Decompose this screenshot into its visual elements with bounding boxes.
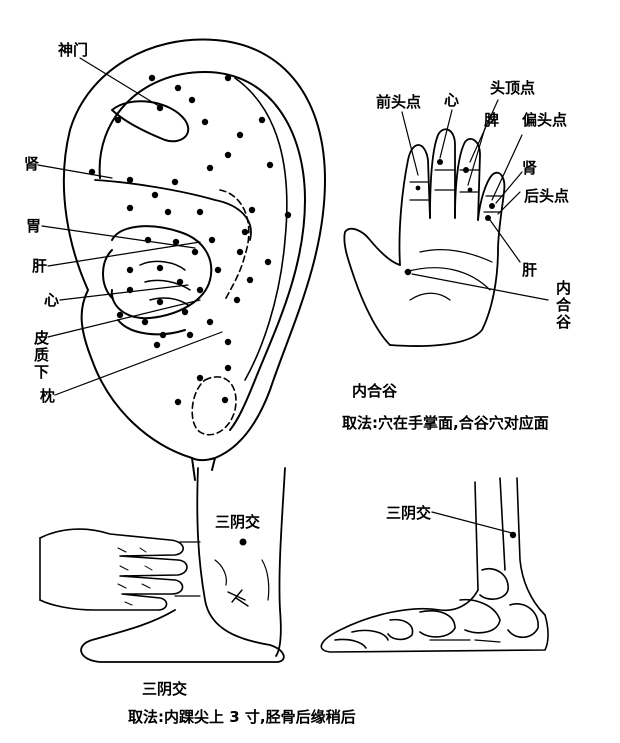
ear-label-wei: 胃 (26, 217, 42, 235)
hand-label-gan: 肝 (522, 261, 538, 279)
right-leader (431, 511, 513, 534)
hand-drawing (343, 128, 506, 347)
hand-label-pi: 脾 (484, 111, 500, 129)
hand-label-touding: 头顶点 (490, 79, 536, 97)
hand-label-shen: 肾 (522, 159, 538, 177)
foot-caption-method: 取法:内踝尖上 3 寸,胫骨后缘稍后 (128, 708, 356, 726)
hand-leaders (401, 99, 549, 301)
hand-caption-method: 取法:穴在手掌面,合谷穴对应面 (342, 414, 549, 432)
left-foot-drawing (80, 467, 286, 663)
ear-label-zhen: 枕 (40, 387, 56, 405)
hand-label-neihegu: 内合谷 (556, 279, 572, 331)
ear-label-xin: 心 (44, 291, 60, 309)
hand-points (404, 159, 495, 276)
sanyinjiao-point-left (239, 538, 247, 546)
ear-points (88, 74, 292, 406)
ear-drawing (62, 38, 326, 481)
ear-leaders (37, 57, 223, 396)
hand-label-houtou: 后头点 (524, 187, 570, 205)
ear-label-pizhixia: 皮质下 (34, 329, 50, 381)
hand-label-qiantou: 前头点 (376, 93, 422, 111)
measuring-hand (39, 528, 201, 611)
right-foot-skeleton (320, 477, 549, 653)
hand-caption-title: 内合谷 (352, 382, 398, 400)
ear-label-shen: 肾 (24, 155, 40, 173)
hand-label-xin: 心 (444, 91, 460, 109)
ear-label-gan: 肝 (32, 257, 48, 275)
foot-caption-title: 三阴交 (142, 680, 188, 698)
hand-label-piantou: 偏头点 (522, 111, 568, 129)
foot-label-left: 三阴交 (215, 513, 261, 531)
foot-label-right: 三阴交 (386, 504, 432, 522)
ear-label-shenmen: 神门 (58, 41, 89, 59)
